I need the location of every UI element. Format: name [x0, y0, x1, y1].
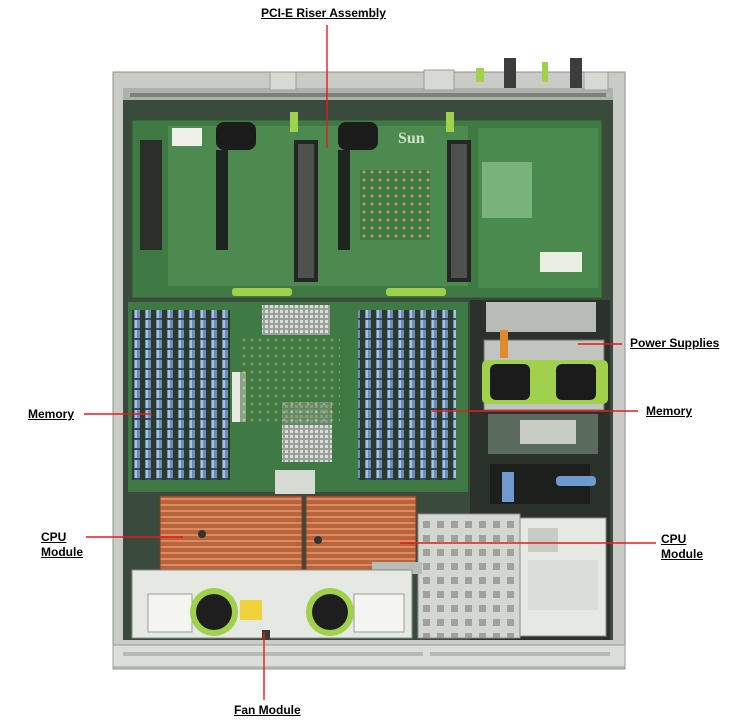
- leader-lines: [84, 25, 656, 700]
- label-pcie-riser-text: PCI-E Riser Assembly: [261, 6, 386, 20]
- memory-bank-left: [132, 310, 230, 480]
- label-cpu-right-line2: Module: [661, 547, 703, 561]
- label-cpu-module-right: CPU Module: [661, 532, 703, 562]
- label-memory-right-text: Memory: [646, 404, 693, 418]
- cpu-module-right: [305, 495, 417, 575]
- pcie-riser-board: [131, 112, 603, 299]
- label-cpu-right-line1: CPU: [661, 532, 687, 546]
- label-memory-left-text: Memory: [28, 407, 75, 421]
- label-memory-left: Memory: [28, 407, 74, 422]
- sun-logo: Sun: [398, 130, 425, 147]
- label-power-supplies: Power Supplies: [630, 336, 719, 351]
- cpu-module-left: [159, 495, 303, 575]
- label-cpu-left-line2: Module: [41, 545, 83, 559]
- fan-module-assembly: [131, 569, 413, 640]
- drive-cage: [372, 513, 607, 639]
- label-fan-module: Fan Module: [234, 703, 301, 718]
- label-memory-right: Memory: [646, 404, 692, 419]
- label-power-supplies-text: Power Supplies: [630, 336, 720, 350]
- label-fan-module-text: Fan Module: [234, 703, 301, 717]
- label-pcie-riser-assembly: PCI-E Riser Assembly: [261, 6, 386, 21]
- label-cpu-module-left: CPU Module: [41, 530, 83, 560]
- label-cpu-left-line1: CPU: [41, 530, 67, 544]
- memory-bank-right: [358, 310, 456, 480]
